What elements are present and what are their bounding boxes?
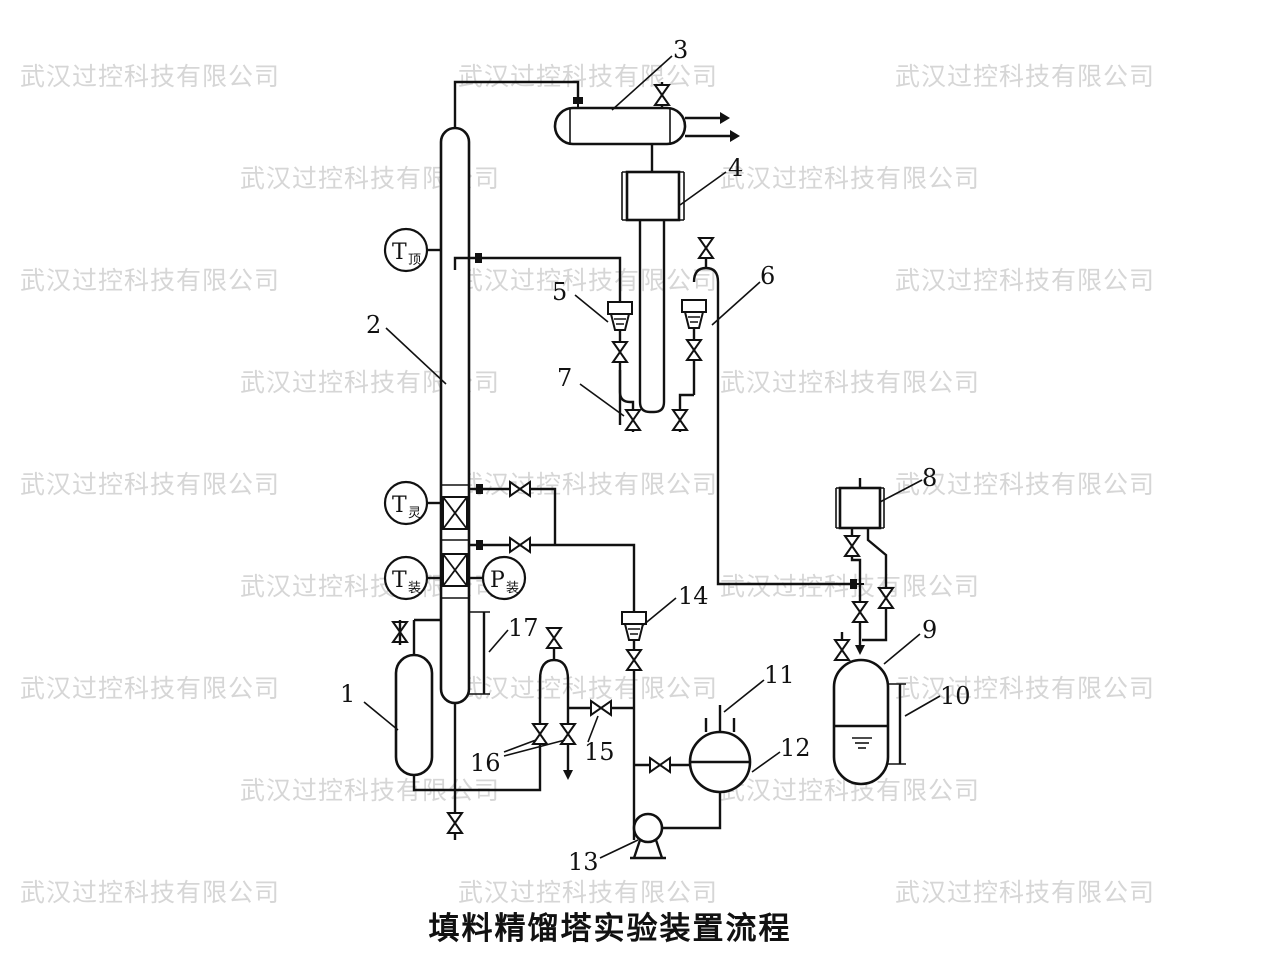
reflux-line bbox=[453, 252, 641, 432]
feed-tank-9 bbox=[832, 632, 906, 786]
pump-13 bbox=[630, 792, 722, 860]
label-2: 2 bbox=[366, 311, 381, 339]
label-12: 12 bbox=[780, 734, 811, 762]
label-10: 10 bbox=[940, 682, 971, 710]
label-7: 7 bbox=[557, 364, 572, 392]
label-5: 5 bbox=[552, 278, 567, 306]
preheater-12 bbox=[634, 705, 752, 794]
svg-text:T: T bbox=[392, 568, 407, 593]
gauge-p-packing: P 装 bbox=[469, 555, 527, 601]
product-line bbox=[672, 237, 865, 590]
label-8: 8 bbox=[922, 464, 937, 492]
label-9: 9 bbox=[922, 616, 937, 644]
packed-column-2 bbox=[439, 80, 584, 840]
label-13: 13 bbox=[568, 848, 599, 876]
condenser-3 bbox=[553, 82, 740, 172]
label-6: 6 bbox=[760, 262, 775, 290]
label-15: 15 bbox=[584, 738, 615, 766]
svg-text:P: P bbox=[490, 568, 505, 593]
svg-text:T: T bbox=[392, 240, 407, 265]
reflux-receiver-4 bbox=[621, 170, 685, 414]
svg-text:T: T bbox=[392, 493, 407, 518]
sensitive-plate-feed-lines bbox=[468, 481, 647, 840]
label-4: 4 bbox=[728, 154, 743, 182]
sampling-u-tube-16 bbox=[532, 627, 634, 780]
svg-text:灵: 灵 bbox=[408, 506, 421, 521]
label-3: 3 bbox=[673, 36, 688, 64]
gauge-t-top: T 顶 bbox=[383, 227, 441, 273]
gauge-t-packing: T 装 bbox=[383, 555, 443, 601]
svg-text:顶: 顶 bbox=[408, 253, 421, 268]
diagram-title: 填料精馏塔实验装置流程 bbox=[428, 911, 792, 947]
svg-text:装: 装 bbox=[408, 581, 421, 596]
product-tank-8 bbox=[835, 478, 894, 655]
label-1: 1 bbox=[340, 680, 355, 708]
label-17: 17 bbox=[508, 614, 539, 642]
svg-text:装: 装 bbox=[506, 581, 519, 596]
label-14: 14 bbox=[678, 582, 709, 610]
level-gauge-17 bbox=[469, 611, 490, 695]
label-16: 16 bbox=[470, 749, 501, 777]
gauge-t-sensitive: T 灵 bbox=[383, 480, 443, 526]
label-11: 11 bbox=[764, 661, 795, 689]
